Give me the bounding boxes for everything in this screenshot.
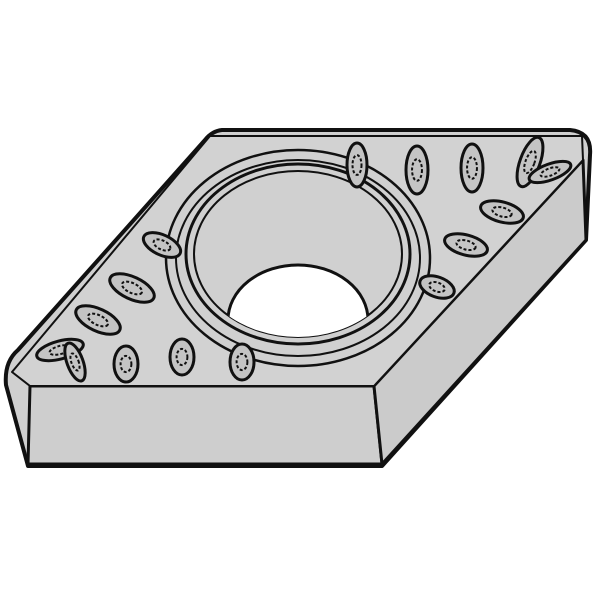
chipbreaker-bump-detail [235, 352, 249, 372]
chipbreaker-bump-detail [491, 205, 513, 219]
clamp-hole [164, 148, 432, 368]
chipbreaker-bump-detail [411, 158, 423, 182]
chipbreaker-bump-detail [351, 154, 363, 176]
chipbreaker-bump-detail [152, 238, 172, 252]
chipbreaker-bump-detail [119, 354, 133, 374]
chipbreaker-bump-detail [428, 280, 446, 294]
chipbreaker-bump-detail [120, 280, 144, 296]
chipbreaker-bump-detail [86, 312, 110, 328]
chipbreaker-bump-detail [523, 149, 537, 175]
chipbreaker-bump-detail [69, 352, 81, 372]
chipbreaker-bump-detail [539, 166, 561, 178]
chipbreaker-bump-detail [466, 156, 478, 180]
chipbreaker-bump-detail [455, 238, 477, 252]
chipbreaker-bump-detail [175, 347, 189, 367]
front-face [26, 384, 384, 466]
